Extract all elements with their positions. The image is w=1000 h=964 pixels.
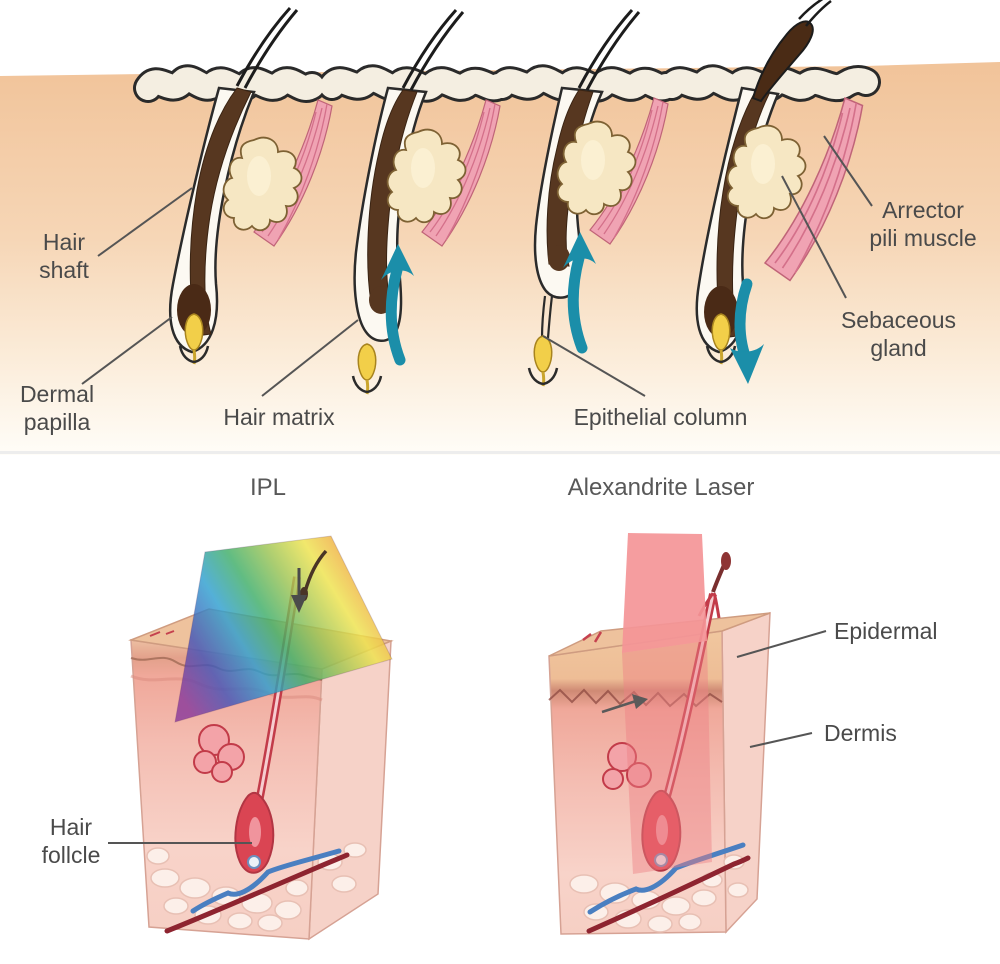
fat-cells (146, 842, 367, 932)
hair-shaft (235, 6, 299, 89)
hair-above-skin (303, 549, 328, 593)
leader-epithelial-column (542, 335, 646, 397)
label-sebaceous-gland: Sebaceous gland (840, 307, 957, 362)
papilla-vessel-loop (247, 855, 261, 869)
leader-hair-matrix (261, 319, 359, 397)
shed-hair-shaft (798, 0, 832, 27)
artery-dark-red (164, 852, 350, 934)
surface-hair-marks (582, 631, 603, 643)
club-hair-end (548, 245, 570, 271)
hair-shaft (401, 8, 465, 91)
vein-blue (587, 842, 746, 915)
ipl-spectrum-beam (174, 535, 393, 723)
title-ipl: IPL (249, 474, 287, 501)
shed-club-hair (751, 20, 814, 103)
label-hair-matrix: Hair matrix (223, 404, 335, 430)
sebaceous-gland-red (602, 742, 652, 790)
title-alexandrite: Alexandrite Laser (567, 474, 755, 501)
target-arrowhead (632, 694, 648, 709)
label-epidermal: Epidermal (834, 618, 938, 644)
leader-epidermal (736, 630, 827, 658)
leader-dermis (749, 732, 813, 748)
divider-line (0, 451, 1000, 454)
epidermis-band (133, 64, 881, 103)
sky-above-skin (0, 0, 1000, 76)
papilla-vessel-loop (654, 853, 668, 867)
leader-dermal-papilla (81, 316, 173, 385)
hair-root (367, 89, 418, 307)
label-dermal-papilla: Dermal papilla (19, 381, 95, 436)
label-arrector-pili: Arrector pili muscle (869, 197, 977, 252)
block-side-face (721, 611, 771, 934)
leader-sebaceous-gland (781, 175, 847, 299)
laser-beam-above (622, 533, 707, 653)
laser-beam-inside (622, 641, 712, 874)
label-hair-follicle: Hair follcle (41, 814, 101, 869)
hair-growth-stages-panel (0, 0, 1000, 455)
fat-cells (569, 854, 749, 933)
hair-shaft (577, 8, 641, 91)
label-dermis: Dermis (824, 720, 897, 746)
bulb-highlight (249, 817, 261, 847)
alexandrite-skin-block (548, 533, 827, 935)
hair-club-above (721, 552, 731, 570)
epithelial-column (540, 295, 554, 339)
label-epithelial-column: Epithelial column (573, 404, 748, 430)
dermis-background (0, 60, 1000, 455)
bulb-highlight (656, 815, 668, 845)
sebaceous-gland-red (193, 724, 245, 783)
artery-dark-red (586, 855, 751, 934)
hair-above-skin (711, 564, 726, 593)
leader-hair-shaft (97, 187, 193, 257)
label-hair-shaft: Hair shaft (39, 229, 89, 284)
leader-lines (81, 135, 873, 397)
vein-blue (190, 848, 342, 914)
hair-follicle-shaft-core (664, 593, 715, 801)
light-direction-arrowhead (291, 595, 307, 613)
hair-root (716, 91, 770, 339)
target-arrow-icon (601, 699, 637, 714)
leader-arrector-pili (823, 135, 873, 207)
ipl-skin-block (108, 535, 394, 941)
surface-hair-marks (149, 630, 175, 637)
